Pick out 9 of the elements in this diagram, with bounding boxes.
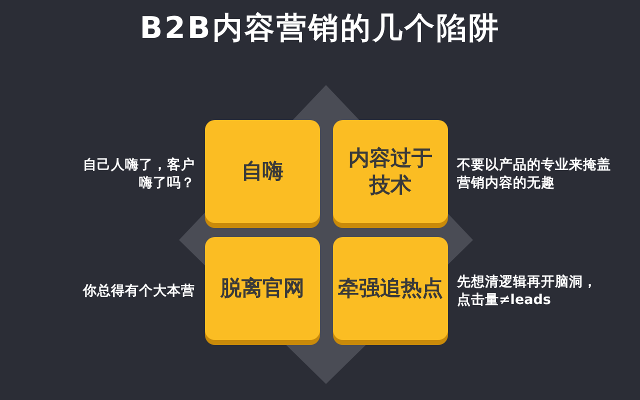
title: B2B内容营销的几个陷阱 (138, 10, 502, 48)
box-label: 脱离官网 (220, 275, 304, 302)
side-note: 自己人嗨了，客户嗨了吗？ (83, 156, 195, 192)
side-note: 你总得有个大本营 (82, 282, 195, 300)
box-label: 自嗨 (242, 158, 284, 185)
side-note: 不要以产品的专业来掩盖营销内容的无趣 (457, 156, 612, 192)
side-note: 先想清逻辑再开脑洞，点击量≠leads (457, 273, 598, 310)
box-label: 内容过于技术 (348, 145, 434, 198)
box-label: 牵强追热点 (338, 275, 443, 302)
